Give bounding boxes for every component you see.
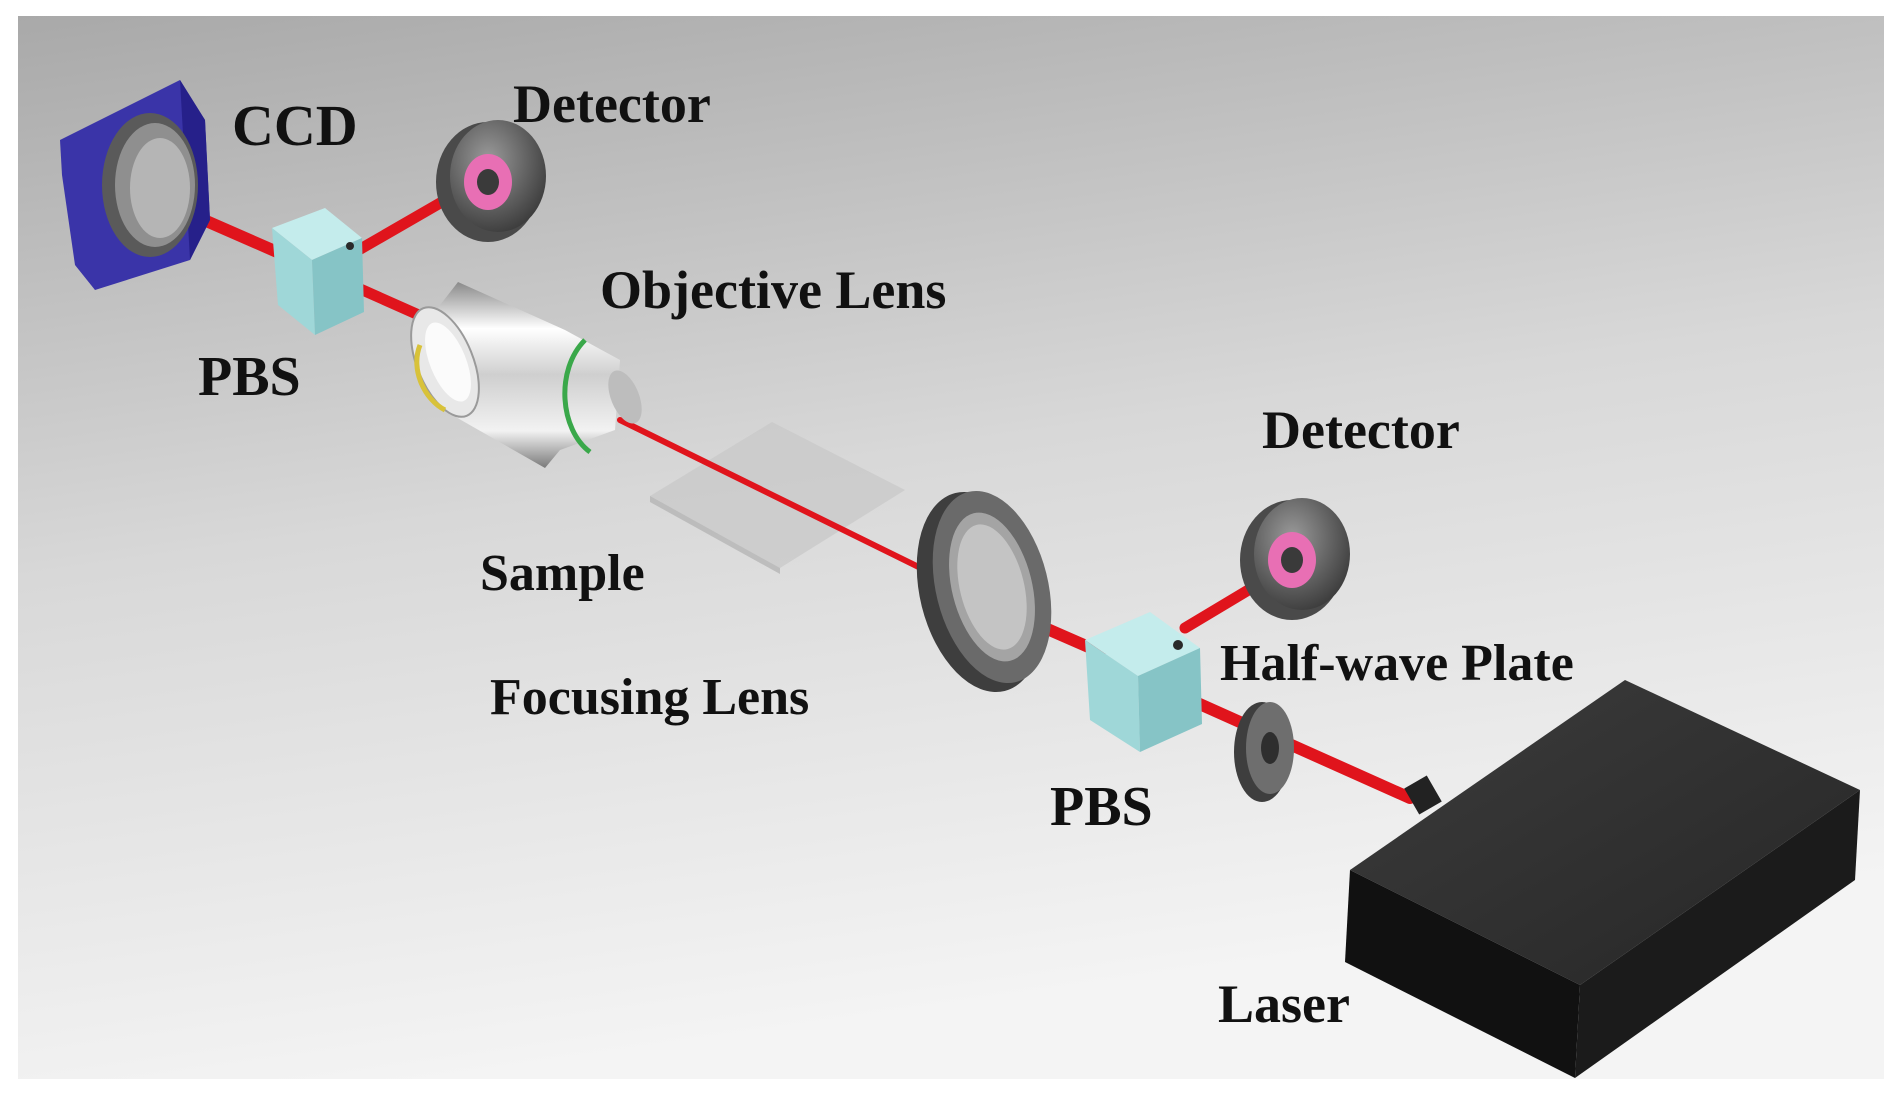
- label-detector-top: Detector: [513, 74, 711, 134]
- half-wave-plate: [1234, 702, 1294, 802]
- laser-box: [1345, 680, 1860, 1078]
- label-detector-right: Detector: [1262, 400, 1460, 460]
- pbs-cube-top: [272, 208, 364, 335]
- label-pbs-bottom: PBS: [1050, 776, 1153, 838]
- label-pbs-top: PBS: [198, 346, 301, 408]
- label-ccd: CCD: [232, 93, 358, 158]
- beam-objective-focus: [617, 417, 948, 583]
- label-sample: Sample: [480, 545, 645, 602]
- labels: CCD Detector PBS Objective Lens Sample D…: [198, 74, 1574, 1034]
- objective-lens: [410, 282, 642, 468]
- detector-top: [436, 120, 546, 242]
- detector-right: [1240, 498, 1350, 620]
- label-half-wave-plate: Half-wave Plate: [1220, 635, 1574, 692]
- ccd-camera: [60, 80, 210, 290]
- focusing-lens: [916, 490, 1052, 693]
- label-focusing-lens: Focusing Lens: [490, 669, 809, 726]
- pbs-cube-bottom: [1085, 612, 1202, 752]
- label-objective-lens: Objective Lens: [600, 260, 946, 320]
- label-laser: Laser: [1218, 974, 1350, 1034]
